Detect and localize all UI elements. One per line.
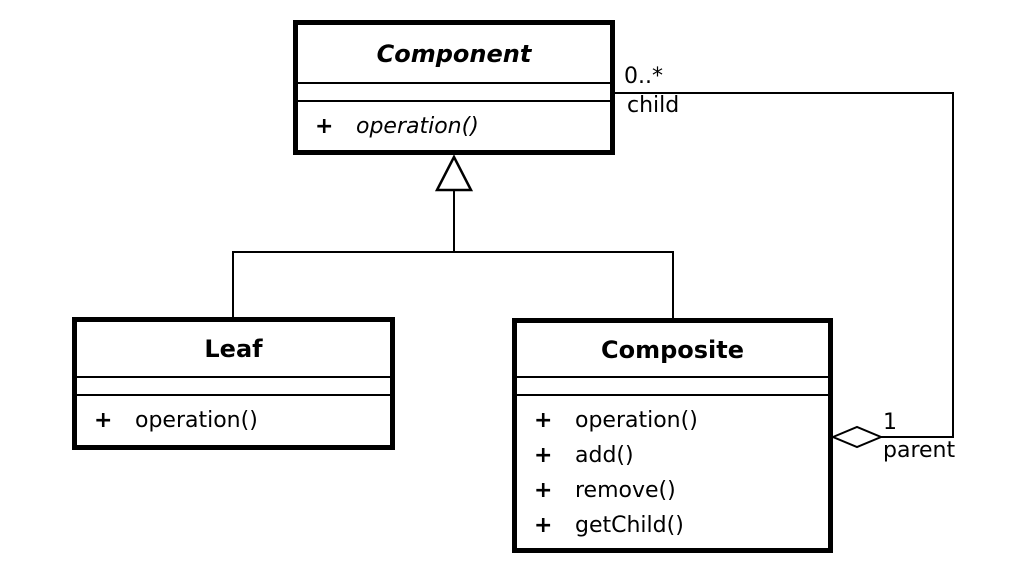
visibility-plus: + xyxy=(534,478,553,503)
class-box-leaf: Leaf + operation() xyxy=(72,317,395,450)
attributes-compartment xyxy=(77,376,390,396)
parent-role-label: parent xyxy=(883,438,956,463)
method-signature: operation() xyxy=(575,408,698,433)
class-box-composite: Composite + operation() + add() + remove… xyxy=(512,318,833,553)
aggregation-connector-line xyxy=(615,92,954,438)
class-title: Composite xyxy=(600,335,745,364)
method-row: + operation() xyxy=(315,109,610,144)
method-signature: operation() xyxy=(135,408,258,433)
class-title: Component xyxy=(376,39,532,68)
method-row: + add() xyxy=(534,438,828,473)
visibility-plus: + xyxy=(315,113,334,139)
visibility-plus: + xyxy=(94,408,113,433)
method-row: + getChild() xyxy=(534,508,828,543)
child-role-label: child xyxy=(627,93,680,118)
inheritance-triangle-icon xyxy=(434,154,474,192)
method-row: + operation() xyxy=(94,403,390,438)
visibility-plus: + xyxy=(534,408,553,433)
method-signature: operation() xyxy=(356,113,479,139)
visibility-plus: + xyxy=(534,513,553,538)
aggregation-diamond-icon xyxy=(830,425,884,449)
methods-compartment: + operation() + add() + remove() + getCh… xyxy=(517,396,828,548)
parent-multiplicity-label: 1 xyxy=(883,410,897,435)
methods-compartment: + operation() xyxy=(77,396,390,445)
method-signature: add() xyxy=(575,443,634,468)
attributes-compartment xyxy=(298,82,610,102)
attributes-compartment xyxy=(517,376,828,396)
inheritance-connector-line xyxy=(232,189,674,318)
method-signature: getChild() xyxy=(575,513,684,538)
method-row: + operation() xyxy=(534,403,828,438)
child-multiplicity-label: 0..* xyxy=(624,64,663,89)
methods-compartment: + operation() xyxy=(298,102,610,150)
class-box-component: Component + operation() xyxy=(293,20,615,155)
method-row: + remove() xyxy=(534,473,828,508)
visibility-plus: + xyxy=(534,443,553,468)
method-signature: remove() xyxy=(575,478,676,503)
class-title: Leaf xyxy=(204,335,263,363)
